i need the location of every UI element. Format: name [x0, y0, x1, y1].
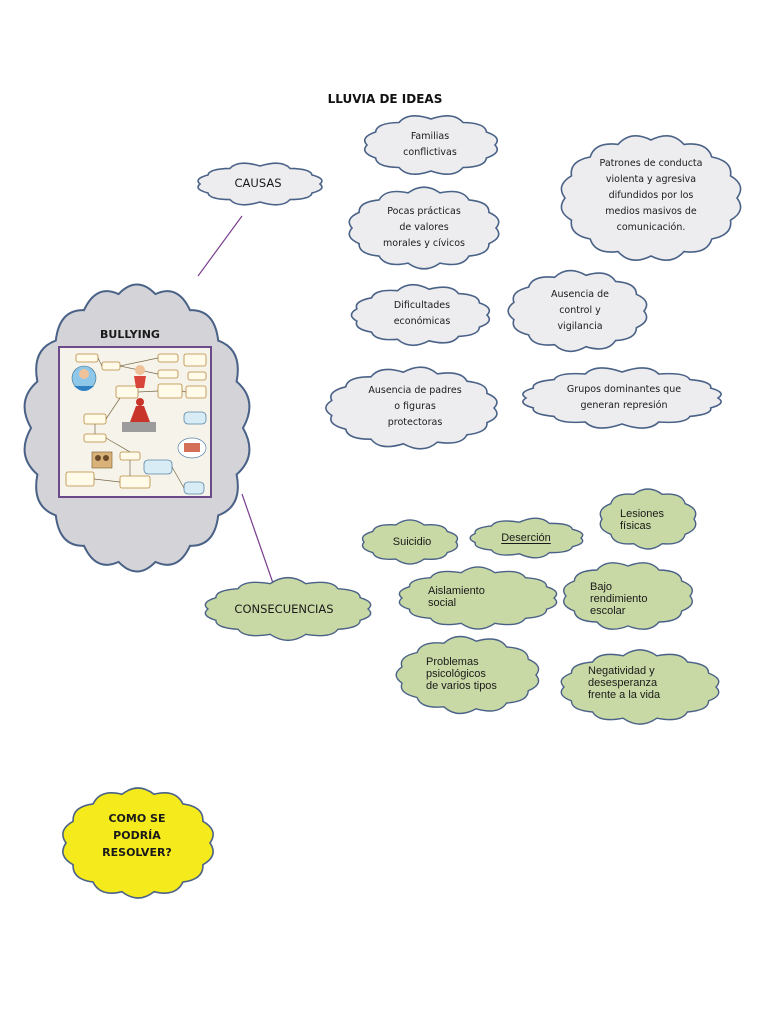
cause-ausencia-de-control: Ausencia de control y vigilancia — [514, 284, 646, 338]
consequence-lesiones-fisicas: Lesiones físicas — [620, 505, 690, 535]
consequence-negatividad: Negatividad y desesperanza frente a la v… — [588, 662, 708, 704]
consequence-desercion: Deserción — [476, 528, 576, 548]
connector-bullying-causes — [198, 216, 242, 276]
consequence-problemas-psicologicos: Problemas psicológicos de varios tipos — [426, 653, 536, 695]
bullying-concept-map-image — [58, 346, 212, 498]
page-title: LLUVIA DE IDEAS — [300, 92, 470, 106]
cause-familias-conflictivas: Familias conflictivas — [368, 124, 492, 166]
consequence-suicidio: Suicidio — [372, 532, 452, 552]
cause-grupos-dominantes: Grupos dominantes que generan represión — [530, 378, 718, 418]
concept-map-thumbnail — [60, 348, 210, 496]
cause-dificultades-economicas: Dificultades económicas — [358, 294, 486, 334]
causes-node-label: CAUSAS — [208, 173, 308, 193]
cause-pocas-practicas: Pocas prácticas de valores morales y cív… — [354, 200, 494, 256]
cause-ausencia-de-padres: Ausencia de padres o figuras protectoras — [334, 378, 496, 436]
how-to-solve-question: COMO SE PODRÍA RESOLVER? — [92, 808, 182, 862]
consequence-bajo-rendimiento: Bajo rendimiento escolar — [590, 578, 680, 620]
consequence-aislamiento-social: Aislamiento social — [428, 582, 538, 612]
connector-bullying-consequences — [242, 494, 274, 586]
central-node-label: BULLYING — [90, 324, 170, 344]
consequences-node-label: CONSECUENCIAS — [216, 598, 352, 620]
cause-patrones-de-conducta: Patrones de conducta violenta y agresiva… — [566, 152, 736, 240]
